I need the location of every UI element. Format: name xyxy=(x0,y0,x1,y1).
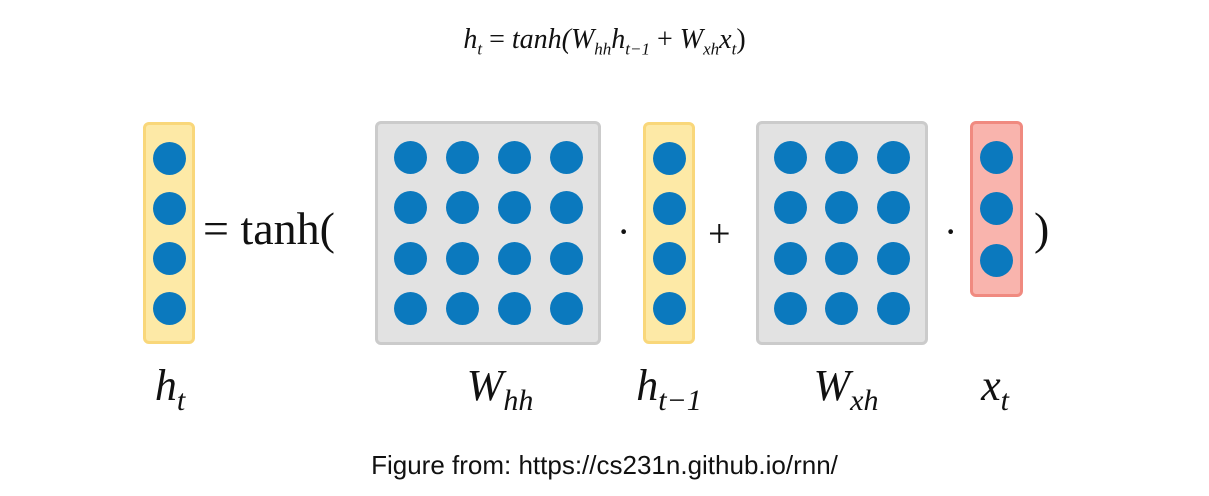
matrix-element-dot xyxy=(549,140,583,174)
matrix-element-dot xyxy=(980,243,1013,277)
formula-x-sub: t xyxy=(731,39,737,59)
formula-equals: = xyxy=(489,24,505,55)
matrix-element-dot xyxy=(652,141,686,175)
plus-operator: + xyxy=(708,211,731,256)
label-h-t: ht xyxy=(140,360,200,418)
label-w-xh-base: W xyxy=(813,361,851,410)
matrix-element-dot xyxy=(876,292,910,326)
matrix-element-dot xyxy=(549,241,583,275)
formula-x: x xyxy=(719,24,732,55)
formula-h-sub: t xyxy=(477,39,483,59)
label-x-t-base: x xyxy=(981,361,1001,410)
matrix-element-dot xyxy=(445,241,479,275)
label-w-xh: Wxh xyxy=(776,360,916,418)
label-h-t-minus-1: ht−1 xyxy=(614,360,724,418)
w-xh-matrix xyxy=(756,121,928,345)
matrix-element-dot xyxy=(393,292,427,326)
matrix-element-dot xyxy=(825,241,859,275)
label-h-t-sub: t xyxy=(176,383,186,417)
label-h-t-minus-1-base: h xyxy=(636,361,659,410)
matrix-element-dot xyxy=(393,140,427,174)
formula-h: h xyxy=(463,24,478,55)
matrix-element-dot xyxy=(497,292,531,326)
matrix-element-dot xyxy=(393,241,427,275)
label-x-t: xt xyxy=(965,360,1025,418)
matrix-element-dot xyxy=(980,141,1013,175)
w-hh-matrix xyxy=(375,121,601,345)
matrix-element-dot xyxy=(774,191,808,225)
matrix-element-dot xyxy=(774,140,808,174)
matrix-element-dot xyxy=(497,140,531,174)
dot-operator-1: · xyxy=(617,209,631,254)
matrix-element-dot xyxy=(152,241,186,275)
h-t-minus-1-vector xyxy=(643,122,695,344)
matrix-element-dot xyxy=(876,191,910,225)
matrix-element-dot xyxy=(825,292,859,326)
matrix-element-dot xyxy=(825,191,859,225)
matrix-element-dot xyxy=(152,291,186,325)
label-w-hh-sub: hh xyxy=(503,383,534,417)
label-h-t-base: h xyxy=(154,361,177,410)
rnn-formula: ht = tanh(Whhht−1 + Wxhxt) xyxy=(0,24,1209,60)
matrix-element-dot xyxy=(876,140,910,174)
matrix-element-dot xyxy=(980,192,1013,226)
label-w-hh-base: W xyxy=(466,361,504,410)
formula-hprev-sub: t−1 xyxy=(625,39,650,59)
label-w-hh: Whh xyxy=(430,360,570,418)
matrix-element-dot xyxy=(774,241,808,275)
h-t-vector xyxy=(143,122,195,344)
matrix-element-dot xyxy=(445,191,479,225)
matrix-element-dot xyxy=(445,292,479,326)
formula-w2-sub: xh xyxy=(703,39,720,59)
matrix-element-dot xyxy=(497,241,531,275)
figure-caption: Figure from: https://cs231n.github.io/rn… xyxy=(371,450,838,480)
close-paren: ) xyxy=(1034,203,1050,254)
formula-close: ) xyxy=(736,24,746,55)
matrix-element-dot xyxy=(652,291,686,325)
formula-w1: W xyxy=(570,24,595,55)
matrix-element-dot xyxy=(549,191,583,225)
formula-w2: W xyxy=(679,24,704,55)
matrix-element-dot xyxy=(497,191,531,225)
label-w-xh-sub: xh xyxy=(850,383,879,417)
matrix-element-dot xyxy=(152,141,186,175)
formula-w1-sub: hh xyxy=(594,39,612,59)
formula-plus: + xyxy=(657,24,673,55)
dot-operator-2: · xyxy=(944,209,958,254)
label-h-t-minus-1-sub: t−1 xyxy=(658,383,702,417)
matrix-element-dot xyxy=(445,140,479,174)
matrix-element-dot xyxy=(549,292,583,326)
matrix-element-dot xyxy=(152,191,186,225)
formula-hprev: h xyxy=(611,24,626,55)
matrix-element-dot xyxy=(393,191,427,225)
equals-tanh-text: = tanh( xyxy=(203,203,335,254)
matrix-element-dot xyxy=(774,292,808,326)
matrix-element-dot xyxy=(876,241,910,275)
label-x-t-sub: t xyxy=(1000,383,1009,417)
x-t-vector xyxy=(970,121,1023,297)
matrix-element-dot xyxy=(652,241,686,275)
matrix-element-dot xyxy=(825,140,859,174)
formula-tanh: tanh( xyxy=(511,24,571,55)
matrix-element-dot xyxy=(652,191,686,225)
